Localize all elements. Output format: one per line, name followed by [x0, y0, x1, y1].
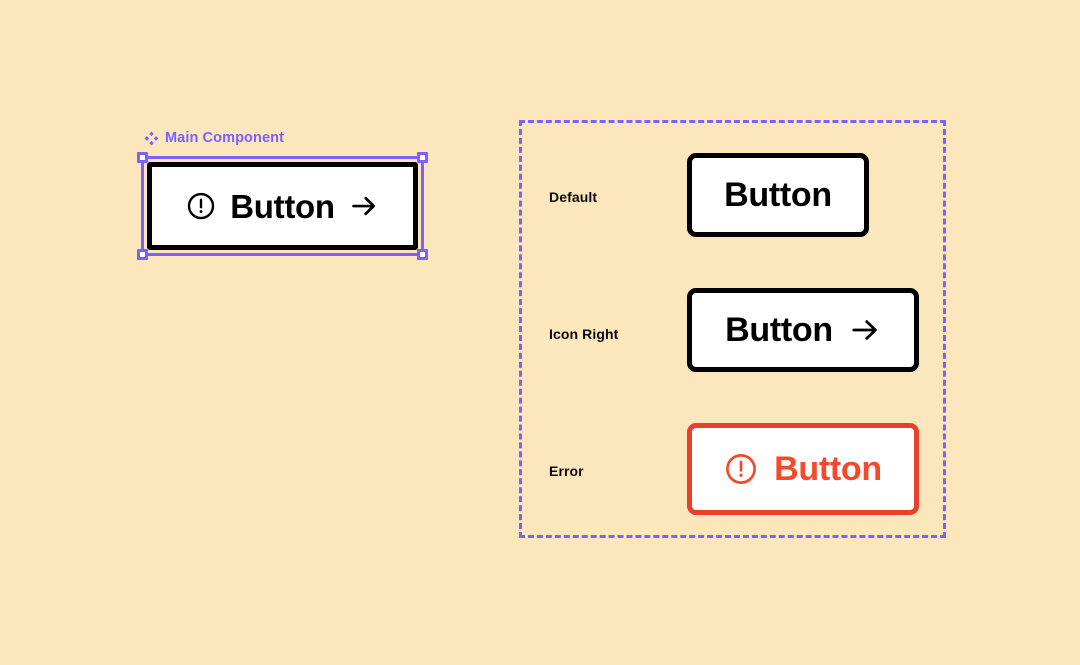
variant-button-icon-right-label: Button: [725, 311, 833, 349]
main-component-button-label: Button: [230, 187, 335, 225]
main-component-label[interactable]: Main Component: [144, 128, 424, 148]
main-component-group[interactable]: Main Component Button: [137, 128, 428, 260]
component-diamond-icon: [144, 131, 159, 145]
variant-label-default: Default: [549, 189, 598, 205]
variant-button-default-label: Button: [724, 176, 832, 214]
variant-button-error[interactable]: Button: [687, 423, 919, 515]
variant-button-error-label: Button: [774, 450, 882, 488]
alert-circle-icon: [188, 192, 215, 220]
arrow-right-icon: [351, 196, 375, 216]
selection-bounding-box[interactable]: Button: [137, 152, 428, 260]
alert-circle-icon: [726, 454, 757, 484]
variants-frame[interactable]: Default Button Icon Right Button Error B…: [519, 120, 946, 538]
variant-button-icon-right[interactable]: Button: [687, 288, 919, 372]
resize-handle-top-left[interactable]: [137, 152, 148, 163]
main-component-label-text: Main Component: [165, 130, 284, 146]
resize-handle-top-right[interactable]: [417, 152, 428, 163]
arrow-right-icon: [852, 320, 877, 340]
resize-handle-bottom-left[interactable]: [137, 249, 148, 260]
resize-handle-bottom-right[interactable]: [417, 249, 428, 260]
variant-label-icon-right: Icon Right: [549, 326, 619, 342]
variant-label-error: Error: [549, 463, 584, 479]
main-component-button[interactable]: Button: [147, 162, 418, 250]
variant-button-default[interactable]: Button: [687, 153, 869, 237]
